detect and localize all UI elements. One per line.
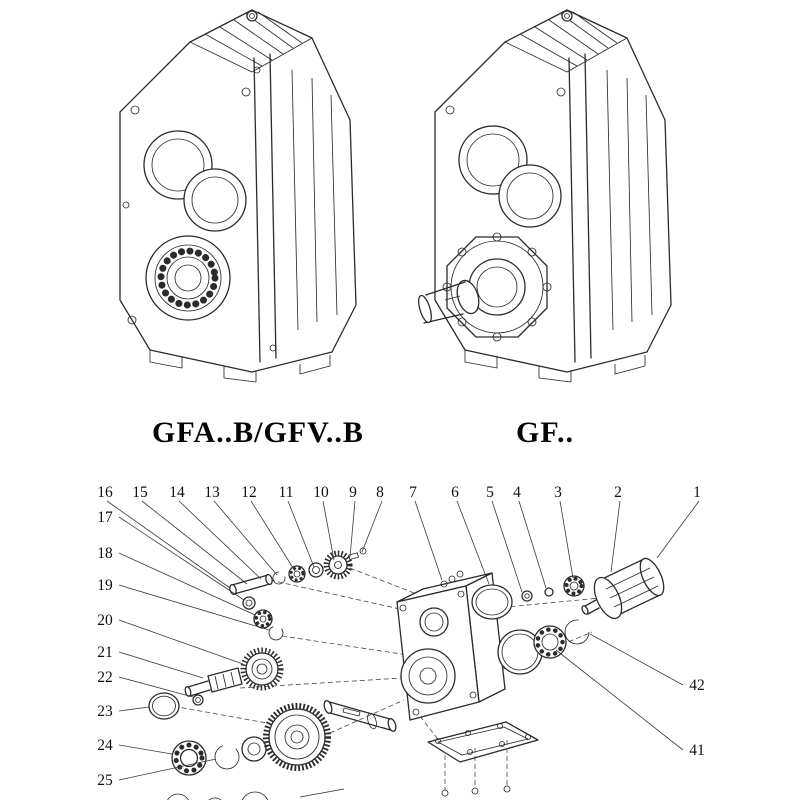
part-callout-18: 18 (97, 545, 113, 562)
callout-leader-lines (106, 500, 700, 781)
input-bore-circles-right (458, 125, 562, 228)
part-callout-14: 14 (169, 484, 185, 501)
part-callout-4: 4 (513, 484, 521, 501)
part-callout-1: 1 (693, 484, 701, 501)
part-callout-2: 2 (614, 484, 622, 501)
output-shaft-parts (148, 692, 397, 776)
part-callout-17: 17 (97, 509, 113, 526)
part-callout-5: 5 (486, 484, 494, 501)
part-callout-13: 13 (204, 484, 220, 501)
input-bore-circles-left (143, 130, 247, 232)
exploded-view: 16 15 14 13 12 11 10 9 8 7 6 5 4 3 2 1 1… (97, 484, 705, 800)
part-callout-8: 8 (376, 484, 384, 501)
part-callout-16: 16 (97, 484, 113, 501)
part-callout-23: 23 (97, 703, 113, 720)
gearbox-drawing-left (119, 9, 357, 383)
part-callout-25: 25 (97, 772, 113, 789)
part-callout-12: 12 (241, 484, 257, 501)
part-callout-24: 24 (97, 737, 113, 754)
part-callout-6: 6 (451, 484, 459, 501)
output-flange-and-shaft (418, 232, 552, 342)
intermediate-shaft-parts (184, 596, 284, 706)
hollow-shaft-bearing-left (145, 235, 231, 321)
input-side-small-parts (471, 575, 585, 620)
part-callout-22: 22 (97, 669, 113, 686)
housing-bolts (440, 570, 464, 588)
motor-assembly (581, 557, 665, 620)
output-side-rings (497, 619, 590, 675)
part-callout-3: 3 (554, 484, 562, 501)
part-callout-7: 7 (409, 484, 417, 501)
part-callout-10: 10 (313, 484, 329, 501)
part-callout-21: 21 (97, 644, 113, 661)
part-callout-41: 41 (689, 742, 705, 759)
bottom-edge-cut-parts (167, 788, 345, 800)
bottom-cover-gasket (427, 721, 539, 797)
input-shaft-parts (229, 547, 367, 596)
gearbox-drawing-right (418, 9, 672, 383)
right-model-label: GF.. (516, 416, 574, 449)
part-callout-11: 11 (279, 484, 294, 501)
callout-numbers: 16 15 14 13 12 11 10 9 8 7 6 5 4 3 2 1 1… (97, 484, 705, 789)
part-callout-9: 9 (349, 484, 357, 501)
left-model-label: GFA..B/GFV..B (152, 416, 364, 449)
part-callout-20: 20 (97, 612, 113, 629)
part-callout-19: 19 (97, 577, 113, 594)
part-callout-42: 42 (689, 677, 705, 694)
part-callout-15: 15 (132, 484, 148, 501)
